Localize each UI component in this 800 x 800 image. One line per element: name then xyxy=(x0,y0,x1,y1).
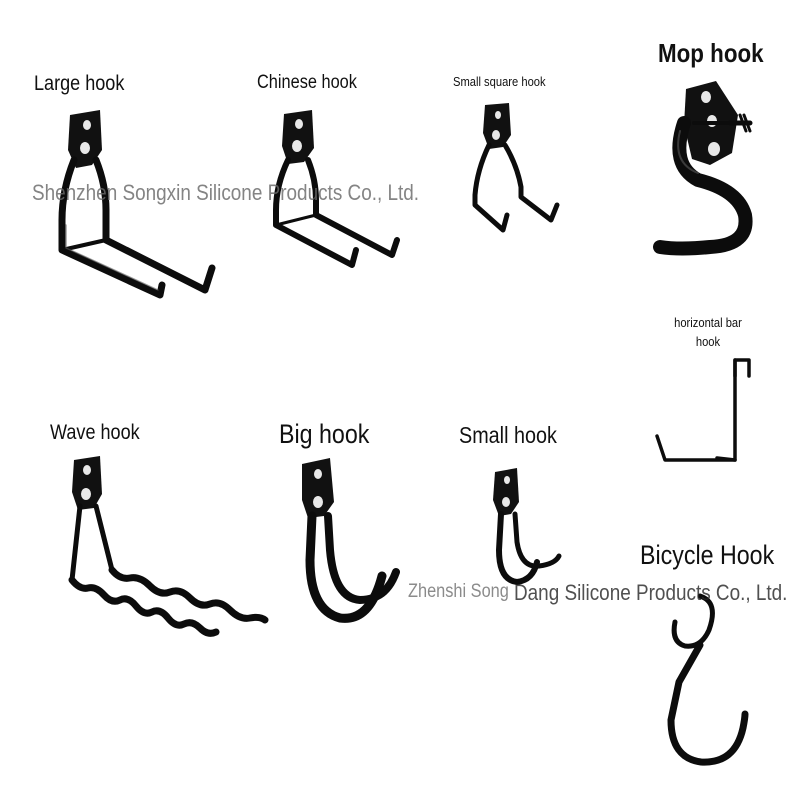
label-mop-hook: Mop hook xyxy=(658,38,764,68)
label-big-hook: Big hook xyxy=(279,419,370,449)
label-small-hook: Small hook xyxy=(459,422,557,448)
label-bicycle-hook: Bicycle Hook xyxy=(640,540,775,570)
label-large-hook: Large hook xyxy=(34,72,125,95)
bicycle-hook-image xyxy=(667,593,749,766)
label-horizontal-bar-hook-line2: hook xyxy=(695,334,721,349)
watermark-bottom: Dang Silicone Products Co., Ltd. xyxy=(514,580,788,605)
wave-hook-image xyxy=(68,456,269,637)
label-wave-hook: Wave hook xyxy=(50,421,140,444)
big-hook-image xyxy=(302,458,400,623)
watermark-top: Shenzhen Songxin Silicone Products Co., … xyxy=(32,180,420,205)
watermark-bottom-prefix: Zhenshi Song xyxy=(408,581,509,602)
large-hook-image xyxy=(58,110,216,299)
label-chinese-hook: Chinese hook xyxy=(257,72,357,93)
horizontal-bar-hook-image xyxy=(655,358,751,462)
chinese-hook-image xyxy=(273,110,400,268)
label-horizontal-bar-hook-line1: horizontal bar xyxy=(674,315,742,330)
small-square-hook-image xyxy=(472,103,560,233)
mop-hook-image xyxy=(653,81,753,256)
label-small-square-hook: Small square hook xyxy=(453,74,546,89)
small-hook-image xyxy=(493,468,562,585)
